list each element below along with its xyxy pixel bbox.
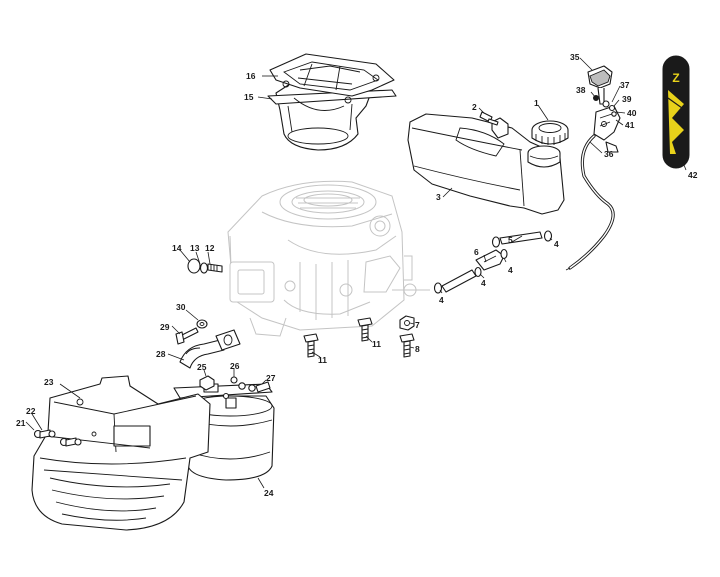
callout-12: 12 — [205, 243, 215, 253]
callout-14: 14 — [172, 243, 182, 253]
callout-5: 5 — [508, 235, 513, 245]
callout-11-right: 11 — [372, 339, 381, 349]
callout-8: 8 — [415, 344, 420, 354]
throttle-cable — [565, 134, 615, 271]
bolt-11-left — [303, 333, 319, 358]
fuel-line-assembly — [433, 230, 553, 294]
exhaust-pipe — [179, 329, 241, 369]
callout-15: 15 — [244, 92, 254, 102]
callout-28: 28 — [156, 349, 166, 359]
callout-35: 35 — [570, 52, 580, 62]
callout-13: 13 — [190, 243, 200, 253]
screw-2 — [479, 111, 499, 126]
bolt-11-right — [357, 317, 373, 342]
heat-shield-screws — [33, 429, 82, 447]
callout-24: 24 — [264, 488, 274, 498]
callout-22: 22 — [26, 406, 36, 416]
decal-badge: Z — [662, 55, 690, 169]
fuel-tank — [407, 113, 565, 215]
engine-block-ghost — [227, 180, 430, 337]
callout-41: 41 — [625, 120, 635, 130]
callout-40: 40 — [627, 108, 637, 118]
callout-7: 7 — [415, 320, 420, 330]
callout-23: 23 — [44, 377, 54, 387]
bolt-8 — [399, 333, 415, 358]
callout-27: 27 — [266, 373, 276, 383]
callout-30: 30 — [176, 302, 186, 312]
fuel-cap — [531, 120, 569, 145]
throttle-control-assembly — [587, 65, 621, 153]
nut-7 — [399, 315, 415, 331]
callout-4-mid: 4 — [508, 265, 513, 275]
air-filter-cover — [269, 53, 395, 97]
callout-4-left: 4 — [439, 295, 444, 305]
heat-shield — [31, 375, 211, 531]
callout-3: 3 — [436, 192, 441, 202]
badge-letter: Z — [672, 71, 679, 85]
callout-11-left: 11 — [318, 355, 327, 365]
bolt-12-13-14 — [187, 258, 223, 274]
callout-29: 29 — [160, 322, 170, 332]
callout-39: 39 — [622, 94, 632, 104]
callout-6: 6 — [474, 247, 479, 257]
leader-lines — [25, 57, 687, 489]
callout-37: 37 — [620, 80, 630, 90]
callout-1: 1 — [534, 98, 539, 108]
callout-4-right: 4 — [554, 239, 559, 249]
callout-36: 36 — [604, 149, 614, 159]
callout-26: 26 — [230, 361, 240, 371]
callout-25: 25 — [197, 362, 207, 372]
callout-16: 16 — [246, 71, 256, 81]
callout-2: 2 — [472, 102, 477, 112]
callout-42: 42 — [688, 170, 698, 180]
air-filter-housing — [267, 83, 397, 151]
bolt-29 — [175, 327, 199, 345]
callout-4-center: 4 — [481, 278, 486, 288]
callout-labels: 1 2 3 16 15 35 37 38 39 40 41 36 42 5 4 … — [16, 52, 698, 498]
muffler-hardware — [199, 375, 271, 400]
washer-30 — [196, 319, 208, 329]
callout-21: 21 — [16, 418, 26, 428]
callout-38: 38 — [576, 85, 586, 95]
